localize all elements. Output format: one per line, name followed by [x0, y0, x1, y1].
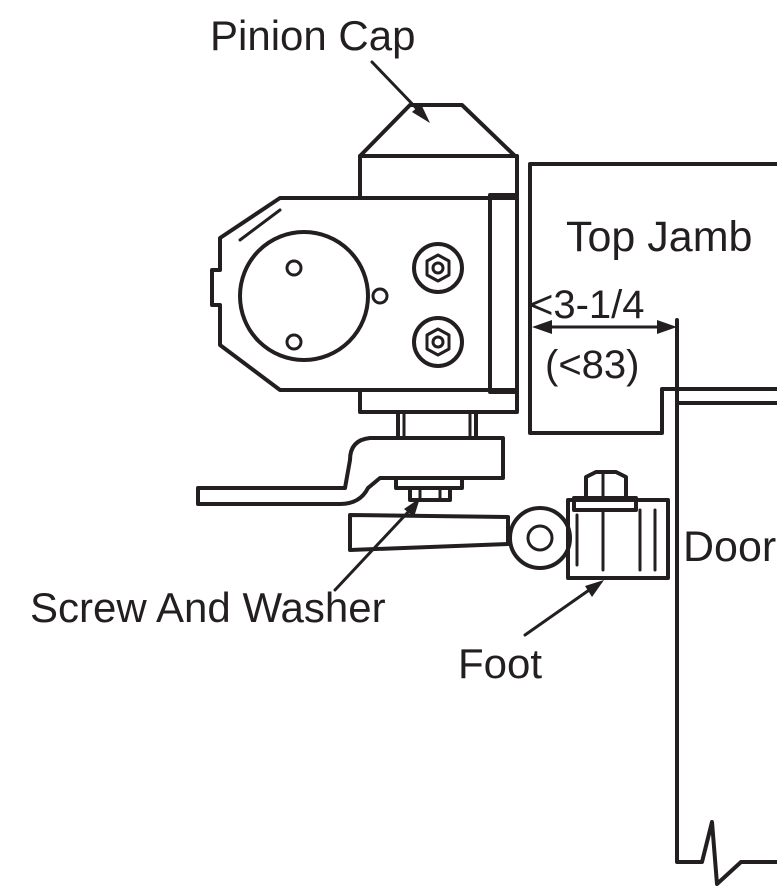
- door-label: Door: [683, 523, 776, 571]
- leader-pinion-cap: [370, 60, 430, 123]
- hex-bolt-icon: [412, 316, 464, 368]
- leader-foot: [523, 580, 604, 637]
- top-jamb-frame: [528, 162, 777, 435]
- main-arm: [196, 436, 505, 506]
- pinion-cap-label: Pinion Cap: [210, 12, 415, 59]
- door-edge: [675, 318, 777, 886]
- leader-screw-and-washer: [333, 498, 420, 592]
- dimension-arrow: [532, 320, 677, 334]
- hex-bolt-icon: [412, 242, 464, 294]
- forearm-foot: [348, 470, 670, 580]
- pinion-cap: [358, 103, 517, 158]
- closer-body: [210, 154, 519, 440]
- closer-cam-circle: [238, 230, 370, 362]
- screw-and-washer-part: [394, 476, 464, 502]
- foot-label: Foot: [458, 640, 542, 687]
- screw-and-washer-label: Screw And Washer: [30, 584, 386, 631]
- top-jamb-label: Top Jamb: [566, 213, 752, 261]
- dimension-inches-label: <3-1/4: [530, 283, 645, 327]
- dimension-mm-label: (<83): [545, 343, 640, 387]
